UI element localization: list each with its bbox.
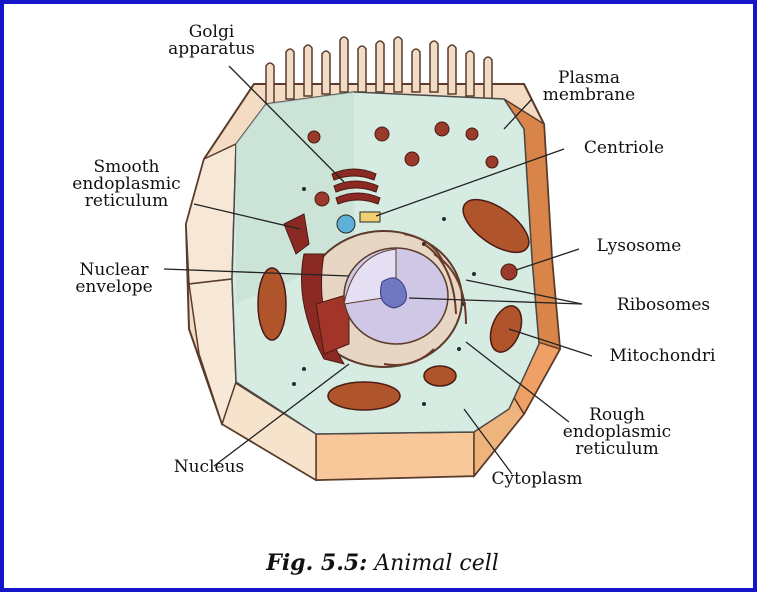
caption-title: Animal cell: [374, 551, 499, 576]
label-nucleus: Nucleus: [154, 459, 264, 476]
label-ribosomes-text: Ribosomes: [617, 295, 710, 315]
label-centriole: Centriole: [564, 140, 684, 157]
label-rough-er: Rough endoplasmic reticulum: [552, 407, 682, 458]
label-nuclear-envelope: Nuclear envelope: [59, 262, 169, 296]
label-nucleus-text: Nucleus: [174, 457, 245, 477]
label-mitochondria: Mitochondri: [596, 348, 729, 365]
label-ribosomes: Ribosomes: [596, 297, 731, 314]
label-cytoplasm: Cytoplasm: [472, 471, 602, 488]
label-lysosome: Lysosome: [579, 238, 699, 255]
label-nuclear-envelope-line2: envelope: [59, 279, 169, 296]
label-lysosome-text: Lysosome: [597, 236, 682, 256]
label-cytoplasm-text: Cytoplasm: [492, 469, 583, 489]
label-smooth-er-line3: reticulum: [59, 193, 194, 210]
label-smooth-er: Smooth endoplasmic reticulum: [59, 159, 194, 210]
golgi-apparatus: [332, 169, 380, 204]
label-rough-er-line3: reticulum: [552, 441, 682, 458]
label-mitochondria-text: Mitochondri: [609, 348, 715, 365]
figure-caption: Fig. 5.5: Animal cell: [4, 550, 757, 576]
label-plasma-membrane: Plasma membrane: [529, 70, 649, 104]
label-golgi-line2: apparatus: [154, 41, 269, 58]
label-centriole-text: Centriole: [584, 138, 664, 158]
label-plasma-membrane-line2: membrane: [529, 87, 649, 104]
label-golgi: Golgi apparatus: [154, 24, 269, 58]
caption-prefix: Fig. 5.5:: [266, 550, 367, 576]
bottom-segment-1: [316, 432, 474, 480]
